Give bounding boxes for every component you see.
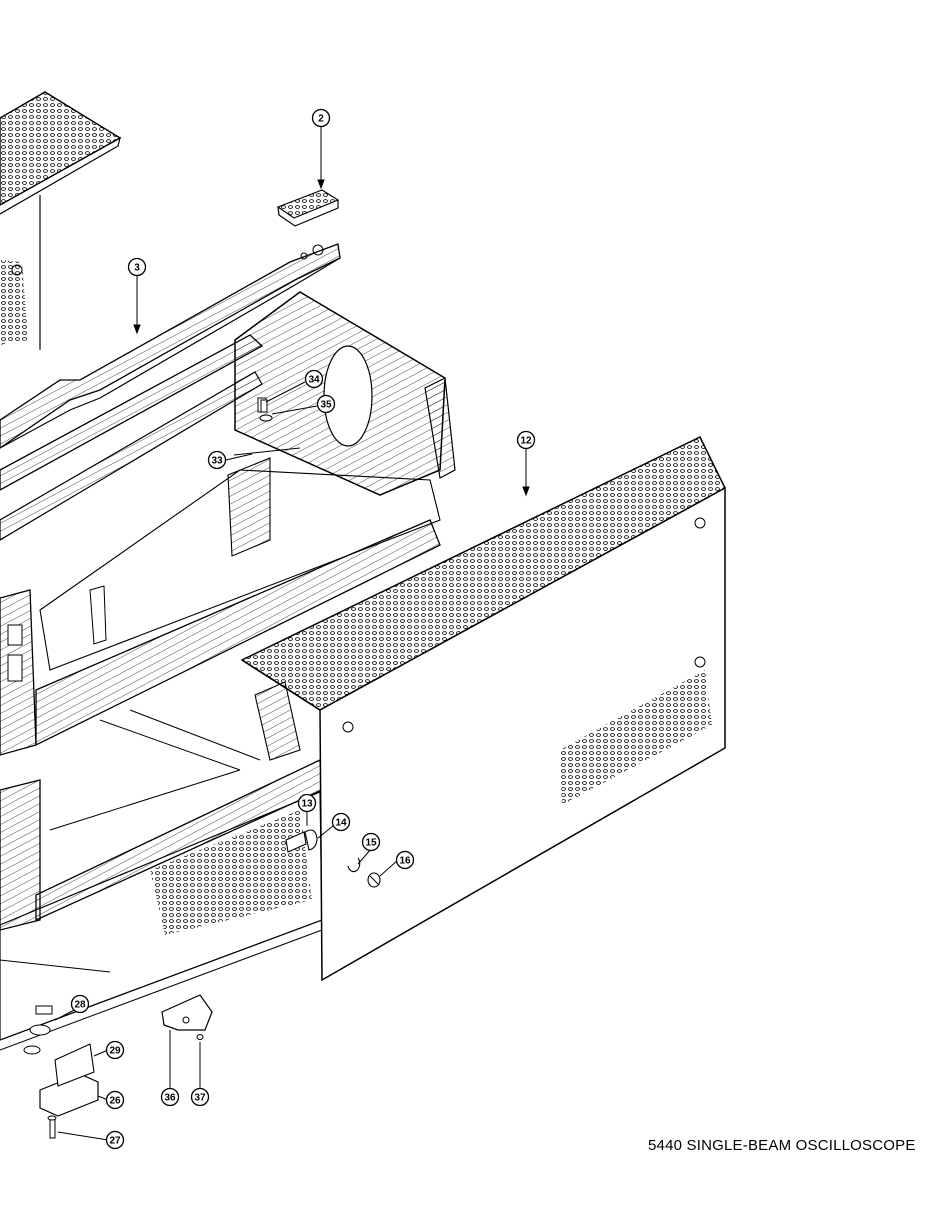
callout-circle bbox=[70, 994, 90, 1014]
callout-bubbles: 2 3 12 13 14 15 16 26 27 28 29 33 34 35 36 37 bbox=[70, 108, 536, 1150]
callout-number: 13 bbox=[301, 799, 313, 810]
callout-circle bbox=[316, 394, 336, 414]
side-cover-part bbox=[240, 435, 726, 982]
callout-number: 16 bbox=[399, 856, 411, 867]
callout-number: 26 bbox=[109, 1096, 121, 1107]
callout-number: 36 bbox=[164, 1093, 176, 1104]
callout-16: 16 bbox=[395, 850, 415, 870]
callout-circle bbox=[395, 850, 415, 870]
callout-28: 28 bbox=[70, 994, 90, 1014]
callout-number: 34 bbox=[308, 375, 320, 386]
top-cover-fragment bbox=[0, 91, 122, 350]
callout-33: 33 bbox=[207, 450, 227, 470]
callout-number: 14 bbox=[335, 818, 347, 829]
callout-12: 12 bbox=[516, 430, 536, 450]
diagram-caption: 5440 SINGLE-BEAM OSCILLOSCOPE bbox=[648, 1137, 916, 1154]
callout-29: 29 bbox=[105, 1040, 125, 1060]
callout-circle bbox=[297, 793, 317, 813]
callout-number: 28 bbox=[74, 1000, 86, 1011]
callout-circle bbox=[105, 1040, 125, 1060]
callout-number: 33 bbox=[211, 456, 223, 467]
callout-number: 2 bbox=[318, 114, 324, 125]
callout-35: 35 bbox=[316, 394, 336, 414]
callout-circle bbox=[331, 812, 351, 832]
callout-14: 14 bbox=[331, 812, 351, 832]
callout-circle bbox=[304, 369, 324, 389]
callout-13: 13 bbox=[297, 793, 317, 813]
callout-number: 3 bbox=[134, 263, 140, 274]
callout-circle bbox=[207, 450, 227, 470]
callout-circle bbox=[105, 1090, 125, 1110]
callout-36: 36 bbox=[160, 1087, 180, 1107]
callout-37: 37 bbox=[190, 1087, 210, 1107]
callout-2: 2 bbox=[311, 108, 331, 128]
handle-strip-part bbox=[0, 243, 341, 449]
callout-number: 29 bbox=[109, 1046, 121, 1057]
callout-number: 15 bbox=[365, 838, 377, 849]
callout-26: 26 bbox=[105, 1090, 125, 1110]
callout-circle bbox=[105, 1130, 125, 1150]
hardware-parts bbox=[23, 399, 381, 1139]
callout-circle bbox=[160, 1087, 180, 1107]
callout-3: 3 bbox=[127, 257, 147, 277]
callout-number: 35 bbox=[320, 400, 332, 411]
callout-circle bbox=[190, 1087, 210, 1107]
callout-34: 34 bbox=[304, 369, 324, 389]
leader-lines bbox=[54, 126, 530, 1141]
callout-number: 27 bbox=[109, 1136, 121, 1147]
handle-cap-part bbox=[276, 189, 340, 227]
callout-15: 15 bbox=[361, 832, 381, 852]
callout-circle bbox=[127, 257, 147, 277]
callout-circle bbox=[516, 430, 536, 450]
callout-circle bbox=[311, 108, 331, 128]
callout-number: 12 bbox=[520, 436, 532, 447]
callout-27: 27 bbox=[105, 1130, 125, 1150]
callout-circle bbox=[361, 832, 381, 852]
callout-number: 37 bbox=[194, 1093, 206, 1104]
